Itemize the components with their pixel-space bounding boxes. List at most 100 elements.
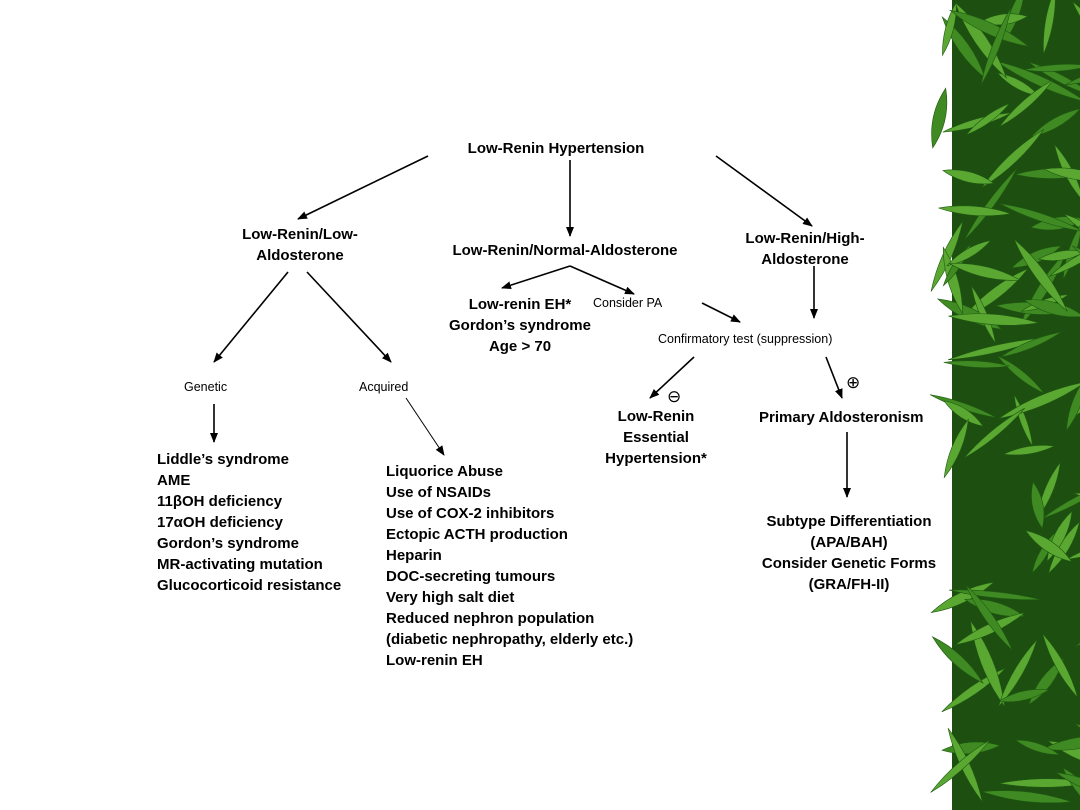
list-item: Use of COX-2 inhibitors bbox=[386, 505, 555, 522]
list-item: AME bbox=[157, 472, 191, 489]
arrow-lowlow-to-genetic bbox=[213, 271, 289, 363]
bamboo-leaf bbox=[998, 639, 1038, 707]
bamboo-leaf bbox=[980, 7, 1012, 86]
bamboo-leaf bbox=[1037, 250, 1080, 261]
list-item: (diabetic nephropathy, elderly etc.) bbox=[386, 631, 634, 648]
arrow-lowlow-to-acquired bbox=[306, 271, 392, 363]
node-lowrenin-eh-group: Low-renin EH* Gordon’s syndrome Age > 70 bbox=[420, 294, 620, 357]
node-primary-aldosteronism: Primary Aldosteronism bbox=[759, 409, 924, 426]
list-item: Very high salt diet bbox=[386, 589, 515, 606]
bamboo-leaf bbox=[948, 9, 1030, 47]
bamboo-leaf bbox=[943, 400, 984, 427]
arrow-root-to-high bbox=[715, 155, 813, 227]
bamboo-decoration bbox=[929, 0, 1080, 810]
bamboo-leaf bbox=[942, 0, 957, 57]
bamboo-leaf bbox=[1049, 242, 1080, 277]
list-acquired-causes: Liquorice Abuse Use of NSAIDs Use of COX… bbox=[386, 461, 633, 671]
list-genetic-causes: Liddle’s syndrome AME 11βOH deficiency 1… bbox=[157, 449, 341, 596]
list-item: 11βOH deficiency bbox=[157, 493, 283, 510]
bamboo-leaf bbox=[964, 168, 1018, 241]
node-low-renin-high-aldosterone: Low-Renin/High-Aldosterone bbox=[745, 230, 865, 268]
list-item: Liquorice Abuse bbox=[386, 463, 503, 480]
bamboo-leaf bbox=[970, 620, 1005, 707]
gra-fh-line: (GRA/FH-II) bbox=[808, 576, 890, 593]
bamboo-leaf bbox=[942, 169, 995, 185]
bamboo-leaf bbox=[955, 612, 1026, 646]
bamboo-leaf bbox=[1013, 239, 1068, 312]
list-item: DOC-secreting tumours bbox=[386, 568, 556, 585]
bamboo-leaf bbox=[1066, 374, 1080, 432]
bamboo-leaf bbox=[998, 689, 1050, 703]
bamboo-leaf bbox=[997, 355, 1045, 394]
bamboo-leaf bbox=[946, 239, 992, 267]
bamboo-leaf bbox=[965, 102, 1011, 136]
node-low-renin-normal-aldosterone: Low-Renin/Normal-Aldosterone bbox=[452, 242, 678, 259]
bamboo-leaf bbox=[1043, 0, 1056, 55]
bamboo-leaf bbox=[1043, 167, 1080, 182]
arrow-confirmatory-to-negative bbox=[649, 356, 695, 399]
bamboo-leaf bbox=[981, 129, 1045, 188]
bamboo-leaf bbox=[1024, 529, 1073, 563]
gordons-syndrome-line: Gordon’s syndrome bbox=[449, 317, 591, 334]
arrow-confirmatory-to-positive bbox=[825, 356, 843, 399]
bamboo-leaf bbox=[931, 87, 948, 149]
bamboo-leaf bbox=[1023, 299, 1080, 318]
negative-result-symbol: ⊖ bbox=[667, 387, 682, 406]
bamboo-leaf bbox=[943, 360, 1010, 368]
arrow-normal-to-lowrenin-eh bbox=[501, 265, 571, 290]
bamboo-leaf bbox=[938, 205, 1011, 217]
node-low-renin-low-aldosterone: Low-Renin/Low-Aldosterone bbox=[242, 226, 358, 264]
bamboo-leaf bbox=[1041, 482, 1080, 519]
node-confirmatory-test: Confirmatory test (suppression) bbox=[658, 332, 833, 346]
list-item: Glucocorticoid resistance bbox=[157, 577, 342, 594]
node-consider-pa: Consider PA bbox=[593, 296, 663, 310]
bamboo-leaf bbox=[943, 418, 969, 479]
positive-result-symbol: ⊕ bbox=[846, 373, 861, 392]
bamboo-leaf bbox=[999, 79, 1054, 128]
node-acquired: Acquired bbox=[359, 380, 409, 394]
bamboo-leaf bbox=[1002, 445, 1056, 456]
bamboo-leaf bbox=[965, 584, 1013, 651]
root-node: Low-Renin Hypertension bbox=[467, 140, 645, 157]
lowrenin-eh-line: Low-renin EH* bbox=[468, 296, 572, 313]
bamboo-leaf bbox=[1023, 63, 1080, 72]
list-item: 17αOH deficiency bbox=[157, 514, 283, 531]
list-item: Use of NSAIDs bbox=[386, 484, 492, 501]
bamboo-leaf bbox=[1014, 739, 1061, 755]
genetic-forms-line: Consider Genetic Forms bbox=[761, 555, 937, 572]
bamboo-leaf bbox=[1054, 772, 1080, 798]
bamboo-leaf bbox=[1042, 735, 1080, 751]
node-genetic: Genetic bbox=[184, 380, 228, 394]
arrow-consider-pa-to-confirmatory bbox=[701, 302, 741, 323]
arrow-root-to-lowlow bbox=[297, 155, 429, 220]
arrow-normal-to-consider-pa bbox=[569, 265, 635, 295]
list-item: Liddle’s syndrome bbox=[157, 451, 289, 468]
node-subtype-differentiation: Subtype Differentiation (APA/BAH) Consid… bbox=[744, 511, 954, 595]
list-item: Gordon’s syndrome bbox=[157, 535, 299, 552]
bamboo-leaf bbox=[930, 739, 991, 793]
node-low-renin-essential-hypertension: Low-Renin Essential Hypertension* bbox=[605, 408, 707, 467]
arrow-acquired-to-list bbox=[405, 397, 445, 456]
bamboo-leaf bbox=[998, 381, 1080, 419]
bamboo-leaf bbox=[1000, 331, 1062, 358]
bamboo-leaf bbox=[1031, 481, 1045, 530]
list-item: MR-activating mutation bbox=[157, 556, 323, 573]
list-item: Ectopic ACTH production bbox=[386, 526, 568, 543]
bamboo-leaf bbox=[948, 263, 1022, 281]
bamboo-leaf bbox=[930, 581, 995, 614]
bamboo-leaf bbox=[999, 203, 1080, 232]
bamboo-leaf bbox=[981, 790, 1072, 804]
bamboo-leaf bbox=[1063, 213, 1080, 241]
bamboo-leaf bbox=[995, 60, 1080, 103]
list-item: Reduced nephron population bbox=[386, 610, 595, 627]
bamboo-leaf bbox=[963, 407, 1025, 459]
subtype-line: Subtype Differentiation bbox=[766, 513, 932, 530]
bamboo-leaf bbox=[1042, 633, 1078, 698]
bamboo-leaf bbox=[948, 313, 1039, 326]
age-line: Age > 70 bbox=[488, 338, 552, 355]
list-item: Heparin bbox=[386, 547, 442, 564]
apa-bah-line: (APA/BAH) bbox=[810, 534, 888, 551]
list-item: Low-renin EH bbox=[386, 652, 483, 669]
